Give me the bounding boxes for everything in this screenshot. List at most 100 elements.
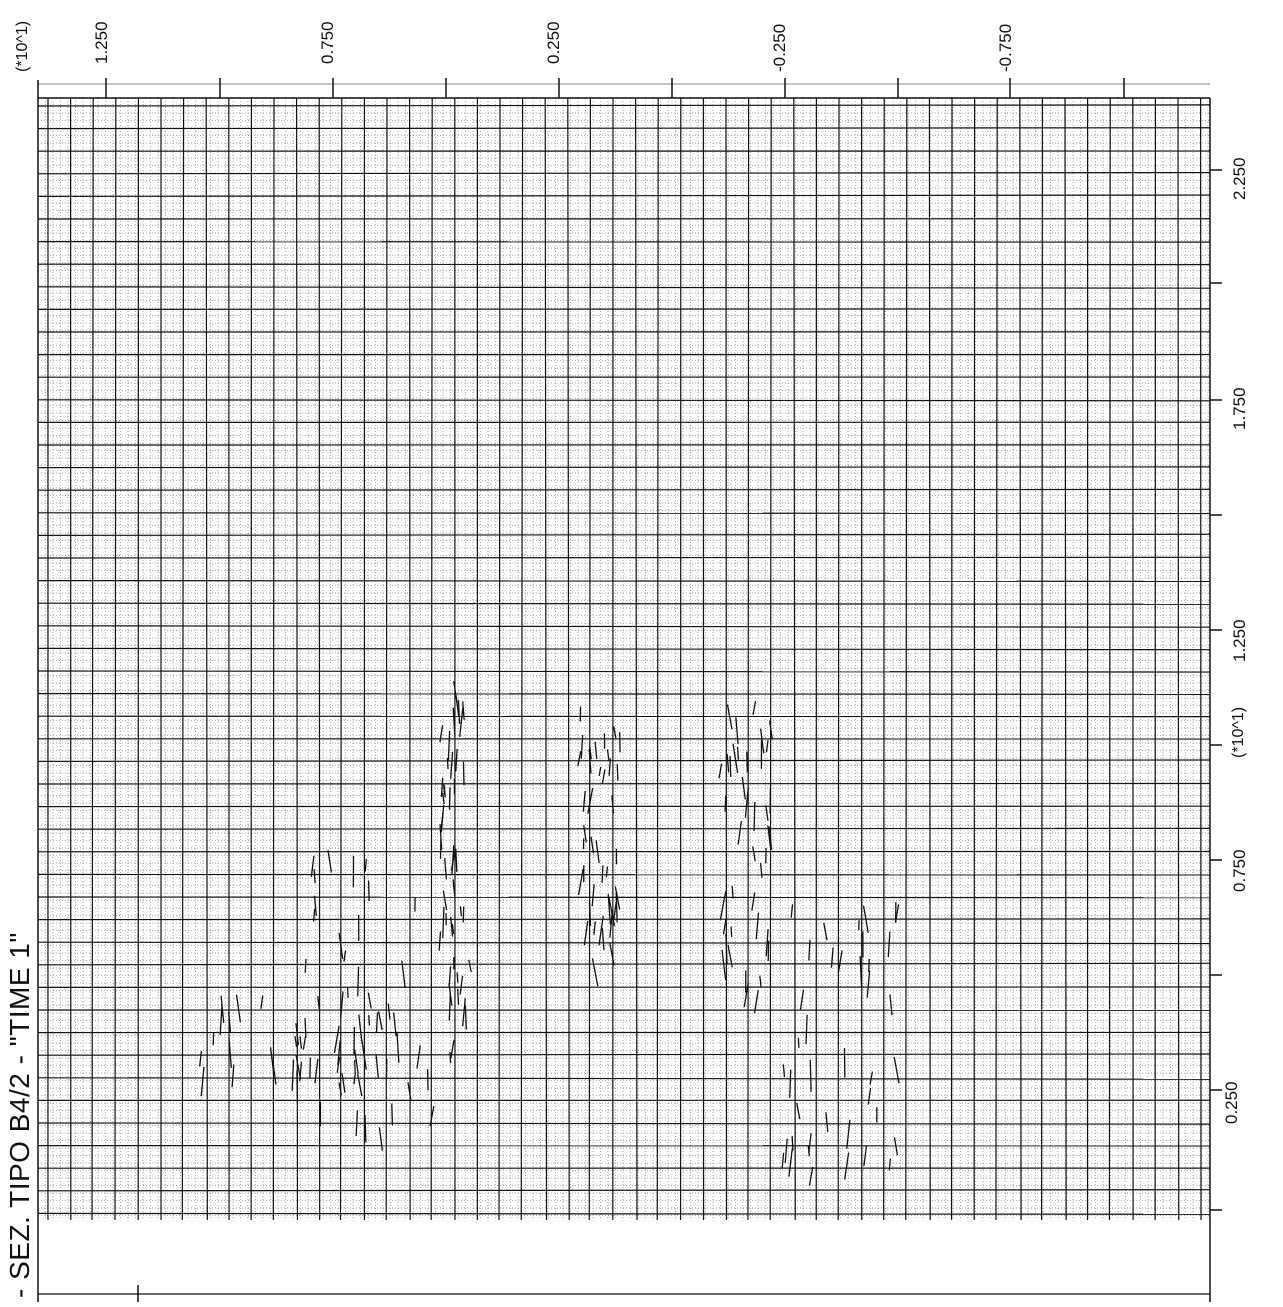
deformation-stroke	[328, 850, 331, 872]
mesh-element-line	[38, 1213, 1210, 1214]
deformation-stroke	[606, 867, 607, 878]
mesh-element-line	[38, 919, 1210, 920]
deformation-stroke	[603, 769, 605, 783]
deformation-stroke	[237, 995, 241, 1023]
deformation-stroke	[727, 754, 729, 772]
plot-title: - SEZ. TIPO B4/2 - "TIME 1"	[4, 932, 36, 1298]
mesh-element-line	[499, 98, 500, 1220]
mesh-element-line	[657, 98, 658, 1220]
right-tick-label: 0.250	[1222, 1081, 1242, 1124]
deformation-stroke	[754, 802, 755, 831]
mesh-element-line	[38, 694, 1210, 695]
deformation-stroke	[377, 1012, 378, 1032]
deformation-stroke	[388, 1004, 390, 1020]
deformation-stroke	[753, 846, 756, 861]
deformation-stroke	[292, 1060, 293, 1091]
top-tick-label: -0.750	[996, 24, 1016, 72]
mesh-element-line	[521, 98, 522, 1220]
deformation-stroke	[826, 1112, 828, 1132]
mesh-element-line	[38, 581, 1210, 582]
mesh-element-line	[38, 828, 1210, 829]
top-axis-multiplier: (*10^1)	[14, 21, 32, 72]
deformation-stroke	[736, 717, 738, 744]
deformation-stroke	[365, 1115, 366, 1143]
mesh-element-line	[341, 98, 342, 1220]
deformation-stroke	[798, 1038, 799, 1048]
deformation-stroke	[579, 869, 584, 895]
mesh-element-line	[38, 897, 1210, 898]
mesh-element-line	[38, 287, 1210, 288]
mesh-element-line	[38, 603, 1210, 604]
mesh-element-line	[38, 557, 1210, 558]
deformation-stroke	[232, 1065, 234, 1088]
deformation-stroke	[760, 976, 761, 988]
deformation-stroke	[824, 923, 827, 940]
deformation-stroke	[201, 1067, 204, 1096]
mesh-element-line	[115, 98, 116, 1220]
mesh-element-line	[38, 942, 1210, 943]
deformation-stroke	[392, 1104, 393, 1126]
mesh-element-line	[38, 760, 1210, 761]
deformation-stroke	[261, 995, 263, 1008]
deformation-stroke	[594, 921, 595, 934]
deformation-stroke	[607, 750, 608, 761]
top-tick-label: 0.250	[544, 21, 564, 64]
deformation-stroke	[797, 1103, 800, 1119]
deformation-stroke	[599, 767, 601, 776]
mesh-element-line	[38, 626, 1210, 627]
deformation-stroke	[314, 869, 315, 883]
mesh-element-line	[568, 98, 569, 1220]
deformation-stroke	[725, 795, 726, 811]
deformation-stroke	[456, 749, 457, 772]
deformation-stroke	[584, 921, 587, 945]
deformation-stroke	[756, 913, 758, 939]
deformation-stroke	[782, 1153, 783, 1168]
deformation-stroke	[451, 1040, 454, 1058]
mesh-element-line	[38, 309, 1210, 310]
right-tick-label: 1.750	[1230, 387, 1250, 430]
deformation-stroke	[358, 1074, 362, 1096]
deformation-stroke	[300, 1036, 301, 1048]
top-tick-label: 0.750	[318, 21, 338, 64]
mesh-element-line	[410, 98, 411, 1220]
deformation-stroke	[348, 987, 349, 998]
mesh-element-line	[38, 783, 1210, 784]
right-axis-multiplier: (*10^1)	[1230, 707, 1248, 758]
mesh-element-line	[38, 1078, 1210, 1079]
deformation-stroke	[452, 845, 454, 874]
deformation-stroke	[449, 787, 450, 809]
top-tick-label: 1.250	[92, 21, 112, 64]
deformation-stroke	[469, 960, 471, 972]
deformation-stroke	[747, 752, 748, 773]
mesh-element-line	[1065, 98, 1066, 1220]
deformation-stroke	[783, 1064, 784, 1077]
right-tick-label: 0.750	[1230, 849, 1250, 892]
deformation-stroke	[888, 932, 890, 957]
mesh-element-line	[1020, 98, 1021, 1220]
deformation-stroke	[868, 1088, 870, 1105]
deformation-stroke	[295, 1036, 297, 1047]
deformation-stroke	[723, 919, 725, 934]
deformation-stroke	[439, 932, 440, 951]
deformation-stroke	[590, 902, 591, 926]
mesh-element-line	[431, 98, 432, 1220]
deformation-stroke	[463, 998, 466, 1026]
deformation-stroke	[738, 821, 741, 844]
deformation-stroke	[342, 1073, 345, 1092]
mesh-element-line	[636, 98, 637, 1220]
deformation-stroke	[379, 1127, 382, 1150]
deformation-stroke	[305, 959, 306, 973]
deformation-stroke	[809, 1167, 812, 1186]
mesh-element-line	[38, 1123, 1210, 1124]
mesh-element-line	[884, 98, 885, 1220]
deformation-stroke	[720, 891, 725, 920]
mesh-element-line	[38, 242, 1210, 243]
deformation-stroke	[359, 1015, 362, 1044]
deformation-stroke	[614, 902, 616, 920]
mesh-element-line	[38, 105, 1210, 106]
mesh-element-line	[38, 400, 1210, 401]
deformation-stroke	[358, 967, 359, 997]
deformation-stroke	[806, 1015, 807, 1044]
mesh-element-line	[794, 98, 795, 1220]
